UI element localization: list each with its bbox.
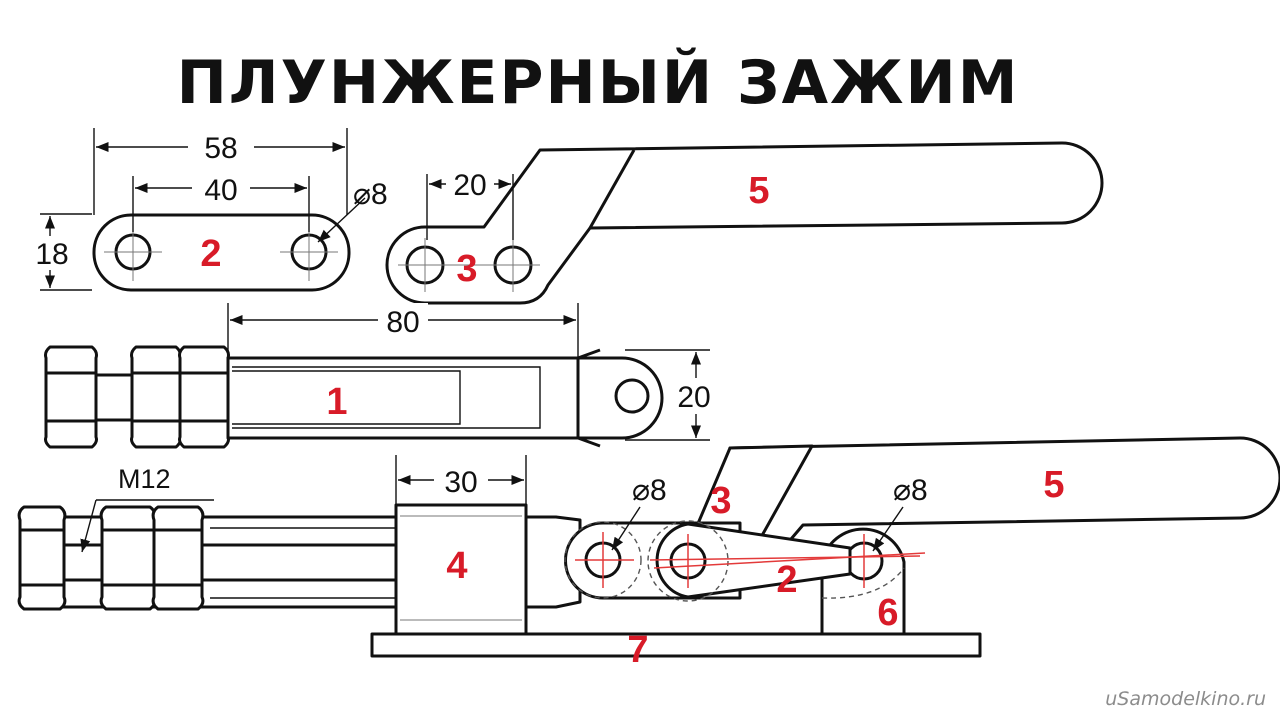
part-label-plunger: 1 xyxy=(326,381,347,423)
drawing-title: ПЛУНЖЕРНЫЙ ЗАЖИМ xyxy=(177,46,1020,118)
link-hole-diameter-dimension: ⌀8 xyxy=(353,178,388,211)
guide-length-dimension: 30 xyxy=(444,466,477,499)
part-label-lever-arm-top: 3 xyxy=(456,248,477,290)
part-label-base-plate: 7 xyxy=(627,629,648,671)
part-label-bracket: 6 xyxy=(877,592,898,634)
link-hole-spacing-dimension: 40 xyxy=(204,174,237,207)
part-label-handle-top: 5 xyxy=(748,170,769,212)
plunger-part-drawing xyxy=(44,303,710,449)
part-label-lever-arm-assembly: 3 xyxy=(710,480,731,522)
link-part-drawing xyxy=(40,128,366,292)
lever-hole-spacing-dimension: 20 xyxy=(453,169,486,202)
part-label-guide-block: 4 xyxy=(446,545,467,587)
plunger-length-dimension: 80 xyxy=(386,306,419,339)
part-label-handle-assembly: 5 xyxy=(1043,464,1064,506)
link-length-dimension: 58 xyxy=(204,132,237,165)
lever-handle-drawing xyxy=(385,141,1104,305)
thread-dimension: M12 xyxy=(118,464,171,494)
plunger-eye-width-dimension: 20 xyxy=(677,381,710,414)
assembly-drawing xyxy=(17,436,1280,658)
pin-diameter-left-dimension: ⌀8 xyxy=(632,474,667,507)
link-width-dimension: 18 xyxy=(35,238,68,271)
part-label-link-assembly: 2 xyxy=(776,559,797,601)
watermark: uSamodelkino.ru xyxy=(1105,688,1266,710)
part-label-link-top: 2 xyxy=(200,233,221,275)
pin-diameter-right-dimension: ⌀8 xyxy=(893,474,928,507)
